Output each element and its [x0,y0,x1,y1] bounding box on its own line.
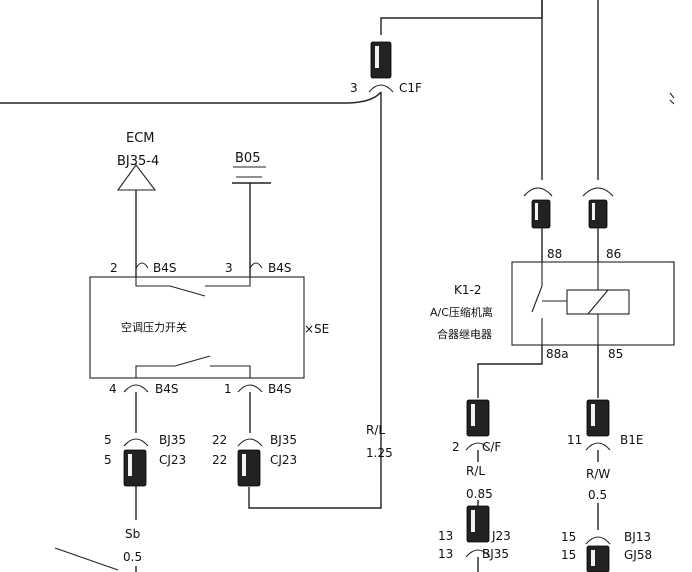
rro-wire-color: R/W [586,467,610,481]
top-wires [0,0,599,509]
rlo-wire-color: R/L [466,464,485,478]
switch-pin3: 3 [225,261,233,275]
ecm-name: ECM [126,131,155,146]
rl-wire-size: 1.25 [366,446,393,460]
left-wire-size: 0.5 [123,550,142,564]
rro-conn: B1E [620,433,643,447]
switch-name: 空调压力开关 [121,320,187,334]
relay-desc1: A/C压缩机离 [430,305,493,319]
rro-pin-a: 15 [561,530,576,544]
rro-wire-size: 0.5 [588,488,607,502]
switch-pin2: 2 [110,261,118,275]
relay-pin85: 85 [608,347,623,361]
pressure-switch: 2 B4S 3 B4S 空调压力开关 ×SE 4 B4S 1 B4S [89,261,329,396]
mid-conn-a: BJ35 [270,433,297,447]
ground-label: B05 [235,151,260,166]
mid-lower-branch: 22 BJ35 22 CJ23 [212,392,297,487]
left-lower-branch: 5 BJ35 5 CJ23 Sb 0.5 [54,392,186,572]
rlo-pin-a: 13 [438,529,453,543]
switch-conn-bottom-right: B4S [268,382,291,396]
relay-name: K1-2 [454,283,481,297]
c1f-name: C1F [399,81,422,95]
switch-conn-top-left: B4S [153,261,176,275]
left-pin-a: 5 [104,433,112,447]
left-pin-b: 5 [104,453,112,467]
relay-pin86: 86 [606,247,621,261]
ecm-pin: BJ35-4 [117,154,159,169]
switch-pin1: 1 [224,382,232,396]
left-conn-b: CJ23 [159,453,186,467]
rlo-conn: C/F [482,440,501,454]
switch-suffix: ×SE [304,322,329,336]
c1f-pin: 3 [350,81,358,95]
c1f-connector: 3 C1F [350,41,422,95]
relay-right-output: 11 B1E R/W 0.5 15 BJ13 15 GJ58 [561,345,652,572]
rlo-wire-size: 0.85 [466,487,493,501]
relay-k1-2: 88 86 K1-2 A/C压缩机离 合器继电器 88a 85 [430,247,675,361]
mid-pin-a: 22 [212,433,227,447]
rro-conn-b: GJ58 [624,548,652,562]
rlo-pin-b: 13 [438,547,453,561]
switch-pin4: 4 [109,382,117,396]
rro-conn-a: BJ13 [624,530,651,544]
ground-symbol: B05 [232,151,271,268]
relay-pin88: 88 [547,247,562,261]
left-conn-a: BJ35 [159,433,186,447]
ecm-symbol: ECM BJ35-4 [116,131,159,268]
left-wire-color: Sb [125,527,140,541]
rro-pin-b: 15 [561,548,576,562]
relay-pin88a: 88a [546,347,569,361]
relay-desc2: 合器继电器 [437,327,492,341]
rlo-conn-a: J23 [491,529,511,543]
relay-left-output: 2 C/F R/L 0.85 13 J23 13 BJ35 [438,345,543,572]
rlo-pin: 2 [452,440,460,454]
switch-conn-bottom-left: B4S [155,382,178,396]
right-edge-marks [669,92,675,105]
rl-wire-color: R/L [366,423,385,437]
mid-pin-b: 22 [212,453,227,467]
switch-conn-top-right: B4S [268,261,291,275]
mid-conn-b: CJ23 [270,453,297,467]
relay-top-connectors [523,187,614,262]
rro-pin: 11 [567,433,582,447]
rlo-conn-b: BJ35 [482,547,509,561]
